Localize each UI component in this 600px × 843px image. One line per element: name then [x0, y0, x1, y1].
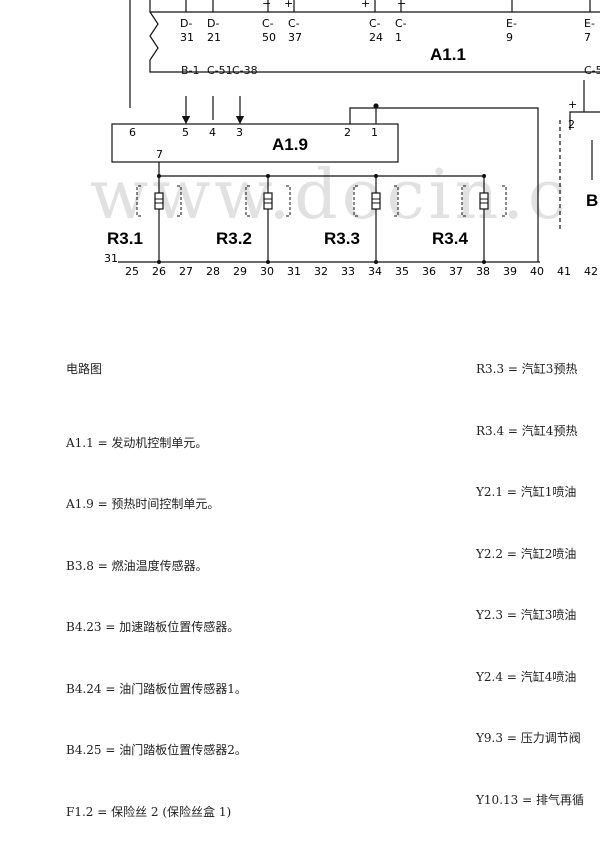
pin-c51: C-51 [207, 64, 233, 77]
glow-plug-r3-4: R3.4 [432, 174, 507, 264]
bus-number: 35 [395, 265, 409, 278]
legend-item: R3.3 = 汽缸3预热 [476, 362, 578, 376]
circuit-diagram: www.docin.c A1.1 D-31D-21C-50C-37C-24C-1… [90, 0, 600, 278]
top-pin-number: 1 [395, 31, 402, 44]
bus-number: 42 [584, 265, 598, 278]
bus-number: 27 [179, 265, 193, 278]
legend-item: Y2.4 = 汽缸4喷油 [476, 669, 577, 684]
right-pin-2: 2 [568, 118, 575, 131]
bus-number: 34 [368, 265, 382, 278]
top-pin-number: 31 [180, 31, 194, 44]
glow-plug-label: R3.3 [324, 229, 360, 248]
top-pin-number: 37 [288, 31, 302, 44]
top-pin-number: 7 [584, 31, 591, 44]
legend-left: 电路图 A1.1 = 发动机控制单元。 A1.9 = 预热时间控制单元。 B3.… [66, 318, 247, 843]
legend-item: B3.8 = 燃油温度传感器。 [66, 558, 208, 573]
glow-plug-group: R3.1 R3.2 R3.3 R3.4 [107, 174, 507, 264]
bus-number: 26 [152, 265, 166, 278]
bus-number: 37 [449, 265, 463, 278]
module-a11 [129, 0, 600, 108]
right-plus: + [568, 98, 577, 111]
legend-item: Y2.3 = 汽缸3喷油 [476, 608, 577, 622]
top-pin-number: 21 [207, 31, 221, 44]
glow-plug-label: R3.1 [107, 229, 143, 248]
a19-pin-4: 4 [209, 126, 216, 139]
bus-number: 36 [422, 265, 436, 278]
legend-item: A1.9 = 预热时间控制单元。 [66, 497, 220, 511]
top-pin-letter: D- [207, 17, 219, 30]
bus-number: 40 [530, 265, 544, 278]
pin-c38: C-38 [232, 64, 258, 77]
bus-number: 31 [287, 265, 301, 278]
legend-item: R3.4 = 汽缸4预热 [476, 423, 578, 438]
glow-plug-r3-3: R3.3 [324, 174, 399, 264]
bus-number: 28 [206, 265, 220, 278]
glow-plug-r3-2: R3.2 [216, 174, 291, 264]
top-pin-number: 9 [506, 31, 513, 44]
pin-b1: B-1 [181, 64, 200, 77]
top-pin-letter: C- [262, 17, 274, 30]
bus-number: 38 [476, 265, 490, 278]
legend-item: Y2.2 = 汽缸2喷油 [476, 546, 577, 561]
sign-minus-2: − [397, 0, 406, 10]
a19-pin-2: 2 [344, 126, 351, 139]
top-pin-letter: E- [584, 17, 595, 30]
legend-right: R3.3 = 汽缸3预热 R3.4 = 汽缸4预热 Y2.1 = 汽缸1喷油 Y… [476, 318, 584, 831]
a19-pin-5: 5 [182, 126, 189, 139]
sign-minus-1: − [262, 0, 271, 10]
top-pin-letter: C- [369, 17, 381, 30]
a19-pin-3: 3 [236, 126, 243, 139]
legend-item: F1.2 = 保险丝 2 (保险丝盒 1) [66, 804, 232, 819]
top-pin-letter: D- [180, 17, 192, 30]
a19-pin-7: 7 [156, 148, 163, 161]
module-a19-label: A1.9 [272, 135, 308, 154]
module-a19 [111, 123, 399, 163]
bus-number-row: 25 26 27 28 29 30 31 32 33 34 35 36 37 38 39 40 41 42 [125, 265, 598, 278]
glow-plug-r3-1: R3.1 [107, 174, 182, 264]
legend-item: B4.23 = 加速踏板位置传感器。 [66, 620, 240, 634]
top-pin-number: 24 [369, 31, 383, 44]
bus-number: 29 [233, 265, 247, 278]
bus-number: 30 [260, 265, 274, 278]
a19-pin-6: 6 [129, 126, 136, 139]
right-label-b: B [586, 191, 598, 210]
sign-plus-2: + [361, 0, 370, 10]
legend-item: B4.24 = 油门踏板位置传感器1。 [66, 681, 247, 696]
top-pin-letter: C- [288, 17, 300, 30]
legend-title: 电路图 [66, 362, 103, 376]
legend-item: Y9.3 = 压力调节阀 [476, 731, 581, 745]
pin-c5: C-5 [584, 64, 600, 77]
legend-item: A1.1 = 发动机控制单元。 [66, 435, 208, 450]
legend-item: Y10.13 = 排气再循 [476, 792, 584, 807]
legend-item: Y2.1 = 汽缸1喷油 [476, 485, 577, 499]
bus-number: 39 [503, 265, 517, 278]
top-pin-letter: E- [506, 17, 517, 30]
glow-plug-label: R3.4 [432, 229, 468, 248]
bus-start-label: 31 [104, 252, 118, 265]
bus-number: 33 [341, 265, 355, 278]
sign-plus-1: + [284, 0, 293, 10]
top-pin-letter: C- [395, 17, 407, 30]
bus-number: 41 [557, 265, 571, 278]
module-a11-top-pins: D-31D-21C-50C-37C-24C-1E-9E-7 [180, 0, 595, 44]
legend-item: B4.25 = 油门踏板位置传感器2。 [66, 743, 247, 757]
top-pin-number: 50 [262, 31, 276, 44]
bus-number: 25 [125, 265, 139, 278]
glow-plug-label: R3.2 [216, 229, 252, 248]
bus-number: 32 [314, 265, 328, 278]
module-a11-label: A1.1 [430, 45, 466, 64]
a19-pin-1: 1 [371, 126, 378, 139]
